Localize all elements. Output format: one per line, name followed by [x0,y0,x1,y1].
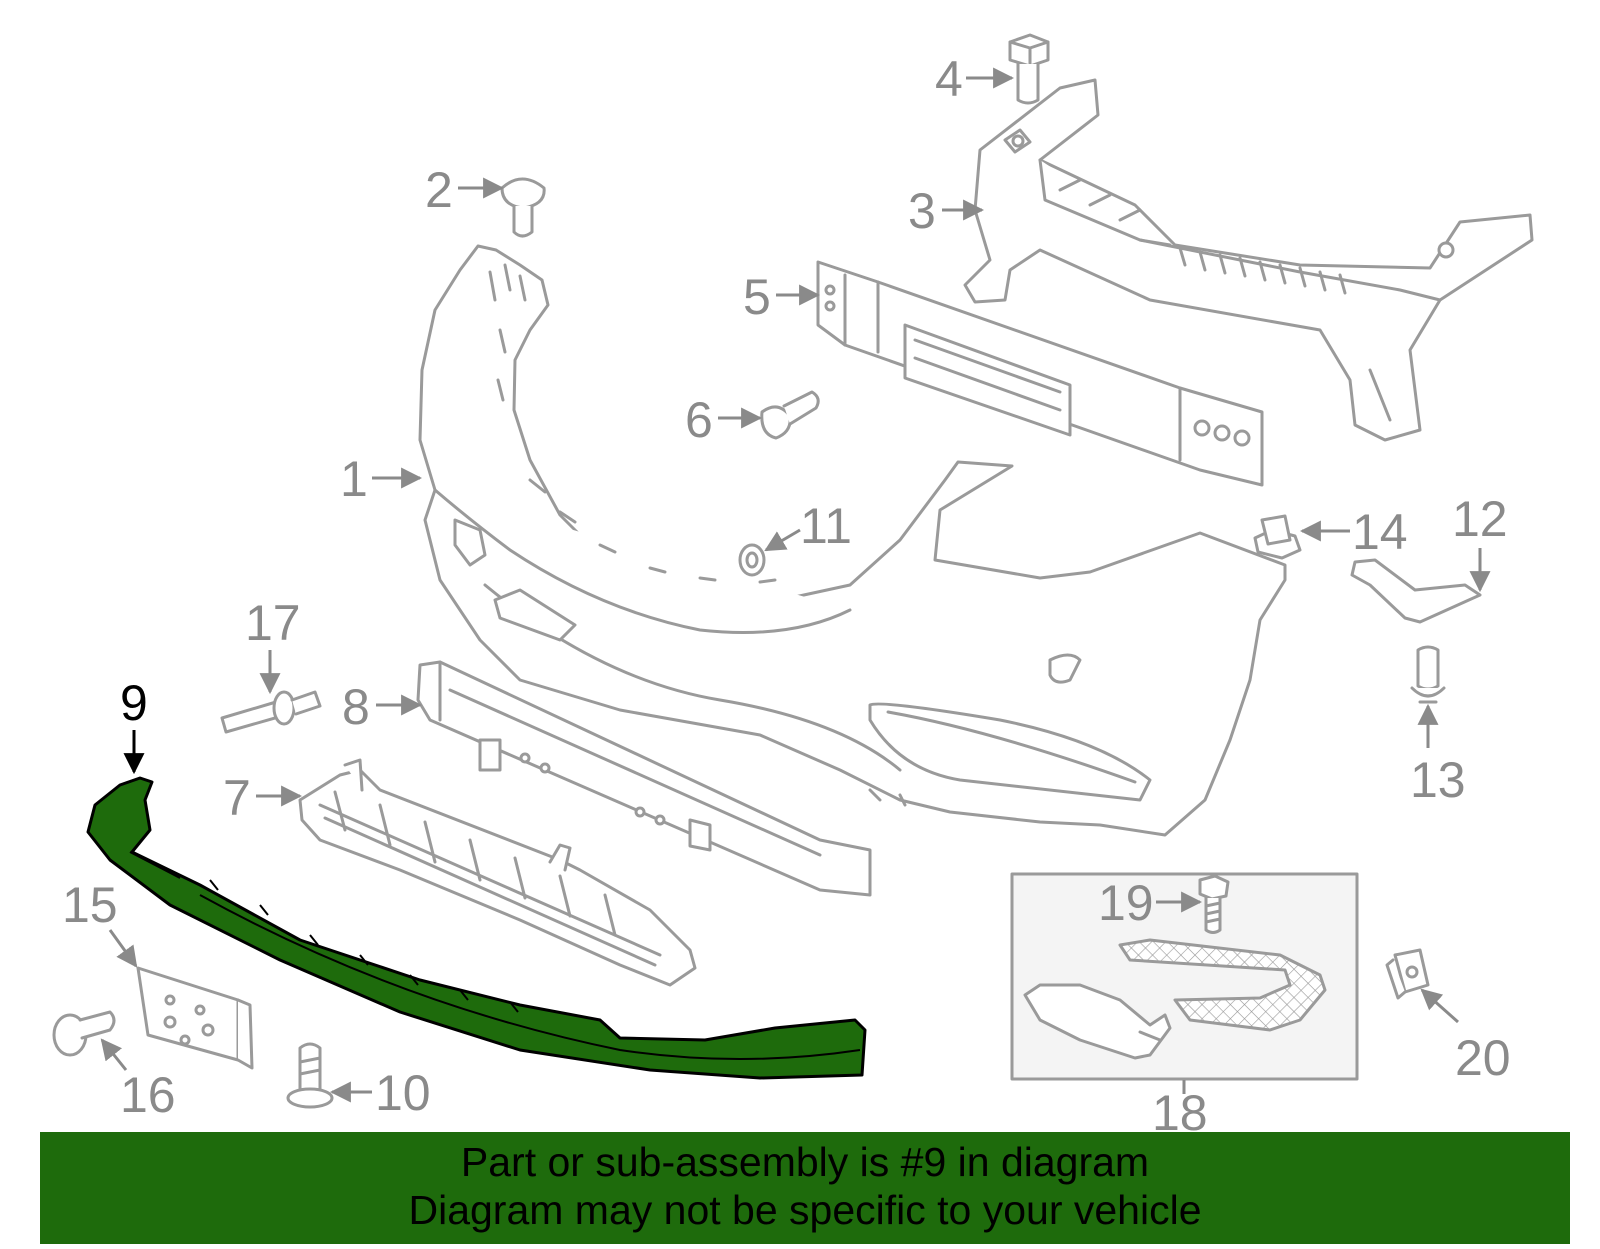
callout-15[interactable]: 15 [62,877,118,933]
info-banner: Part or sub-assembly is #9 in diagram Di… [40,1132,1570,1244]
banner-part-notice: Part or sub-assembly is #9 in diagram [460,1139,1150,1185]
callout-17[interactable]: 17 [245,595,301,651]
part-3-upper-support-bracket [963,78,1534,442]
callout-12[interactable]: 12 [1452,491,1508,547]
callout-5[interactable]: 5 [743,269,771,325]
banner-vehicle-disclaimer: Diagram may not be specific to your vehi… [408,1187,1202,1233]
part-15-license-bracket [136,966,254,1070]
callout-1[interactable]: 1 [340,451,368,507]
callout-4[interactable]: 4 [935,51,963,107]
callout-10[interactable]: 10 [375,1065,431,1121]
leader-16 [100,1038,128,1071]
part-17-pin [220,690,322,734]
part-13-fastener [1410,645,1446,704]
part-4-bolt [1008,33,1050,105]
part-12-trim-strip [1350,558,1482,624]
part-19-screw [1198,874,1230,934]
part-7-lower-grille [298,758,697,987]
callout-8[interactable]: 8 [342,679,370,735]
callout-13[interactable]: 13 [1410,752,1466,808]
callout-3[interactable]: 3 [908,183,936,239]
callout-16[interactable]: 16 [120,1067,176,1123]
callout-14[interactable]: 14 [1352,504,1408,560]
leader-20 [1420,988,1459,1024]
callout-19[interactable]: 19 [1098,875,1154,931]
part-14-clip [1253,514,1302,560]
part-16-push-pin [52,1010,116,1057]
part-6-pin-fastener [760,390,820,440]
callout-9-selected[interactable]: 9 [120,675,148,731]
part-2-push-fastener [500,177,546,238]
part-11-grommet [738,543,766,577]
callout-20[interactable]: 20 [1455,1030,1511,1086]
leader-11 [764,528,801,552]
callout-11[interactable]: 11 [800,498,852,554]
part-20-nut-clip [1385,948,1430,1000]
callout-6[interactable]: 6 [685,392,713,448]
callout-2[interactable]: 2 [425,162,453,218]
part-1-bumper-cover [418,244,1287,837]
part-5-impact-absorber [816,260,1264,487]
leader-15 [108,929,138,968]
part-18-fog-bezel-assembly [1010,872,1359,1081]
callout-18[interactable]: 18 [1152,1085,1208,1141]
part-9-lower-valance [86,776,867,1080]
callout-7[interactable]: 7 [223,770,251,826]
part-10-bolt [286,1042,334,1109]
